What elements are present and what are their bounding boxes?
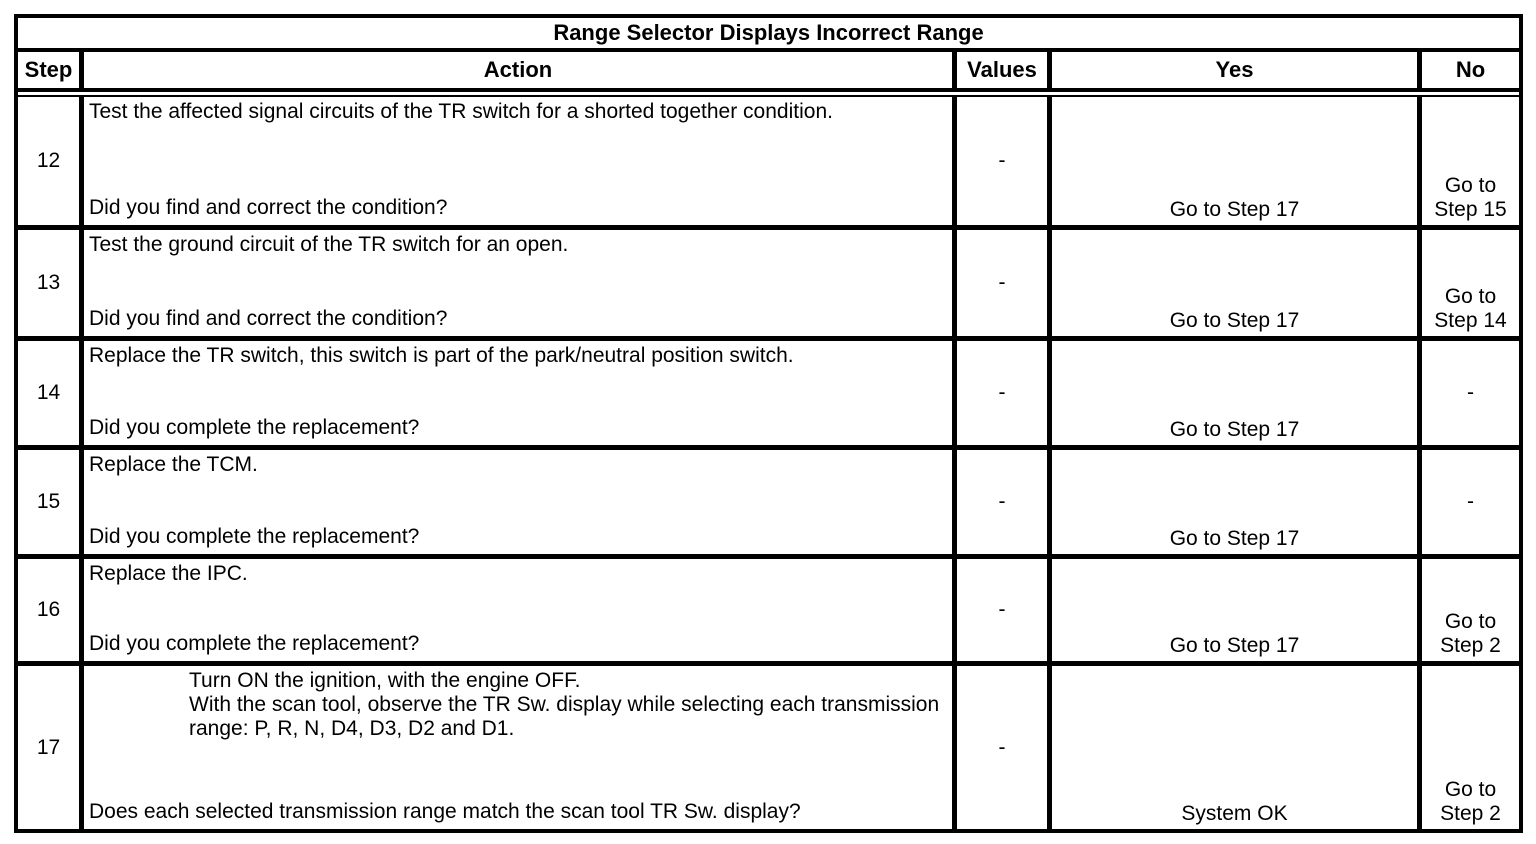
yes-cell: System OK (1052, 666, 1422, 829)
yes-cell: Go to Step 17 (1052, 341, 1422, 445)
action-question: Did you find and correct the condition? (89, 196, 448, 219)
action-question: Did you complete the replacement? (89, 632, 420, 655)
column-header-step: Step (18, 52, 84, 88)
column-header-yes: Yes (1052, 52, 1422, 88)
action-question: Did you complete the replacement? (89, 525, 420, 548)
step-cell: 12 (18, 97, 84, 225)
action-text: Test the affected signal circuits of the… (89, 100, 833, 123)
action-text: Replace the TR switch, this switch is pa… (89, 344, 794, 367)
action-cell: Test the ground circuit of the TR switch… (84, 230, 957, 336)
step-cell: 15 (18, 450, 84, 554)
values-cell: - (957, 450, 1052, 554)
column-header-values: Values (957, 52, 1052, 88)
action-question: Did you find and correct the condition? (89, 307, 448, 330)
column-header-action: Action (84, 52, 957, 88)
action-cell: Replace the TCM. Did you complete the re… (84, 450, 957, 554)
no-cell: Go to Step 2 (1440, 610, 1501, 657)
yes-cell: Go to Step 17 (1052, 230, 1422, 336)
action-text: Replace the TCM. (89, 453, 258, 476)
action-cell: Test the affected signal circuits of the… (84, 97, 957, 225)
action-text: Test the ground circuit of the TR switch… (89, 233, 569, 256)
yes-cell: Go to Step 17 (1052, 559, 1422, 661)
step-cell: 16 (18, 559, 84, 661)
table-row: 17 Turn ON the ignition, with the engine… (18, 666, 1519, 829)
table-row: 13 Test the ground circuit of the TR swi… (18, 230, 1519, 341)
column-header-no: No (1455, 57, 1486, 82)
table-row: 16 Replace the IPC. Did you complete the… (18, 559, 1519, 666)
table-title: Range Selector Displays Incorrect Range (18, 18, 1519, 52)
table-row: 14 Replace the TR switch, this switch is… (18, 341, 1519, 450)
table-row: 15 Replace the TCM. Did you complete the… (18, 450, 1519, 559)
no-cell: Go to Step 2 (1440, 778, 1501, 825)
values-cell: - (957, 666, 1052, 829)
table-body: 12 Test the affected signal circuits of … (18, 97, 1519, 829)
no-cell: - (1467, 381, 1474, 404)
step-cell: 17 (18, 666, 84, 829)
action-cell: Turn ON the ignition, with the engine OF… (84, 666, 957, 829)
yes-cell: Go to Step 17 (1052, 450, 1422, 554)
action-question: Does each selected transmission range ma… (89, 800, 801, 823)
values-cell: - (957, 97, 1052, 225)
header-double-rule (18, 92, 1519, 97)
no-cell: Go to Step 15 (1434, 174, 1507, 221)
yes-cell: Go to Step 17 (1052, 97, 1422, 225)
no-cell: - (1467, 490, 1474, 513)
step-cell: 14 (18, 341, 84, 445)
action-cell: Replace the TR switch, this switch is pa… (84, 341, 957, 445)
table-header-row: Step Action Values Yes No (18, 52, 1519, 92)
values-cell: - (957, 559, 1052, 661)
diagnostic-table: Range Selector Displays Incorrect Range … (14, 14, 1523, 833)
values-cell: - (957, 341, 1052, 445)
action-text: Turn ON the ignition, with the engine OF… (189, 669, 940, 740)
action-text: Replace the IPC. (89, 562, 248, 585)
table-row: 12 Test the affected signal circuits of … (18, 97, 1519, 230)
step-cell: 13 (18, 230, 84, 336)
action-cell: Replace the IPC. Did you complete the re… (84, 559, 957, 661)
values-cell: - (957, 230, 1052, 336)
action-question: Did you complete the replacement? (89, 416, 420, 439)
no-cell: Go to Step 14 (1434, 285, 1507, 332)
